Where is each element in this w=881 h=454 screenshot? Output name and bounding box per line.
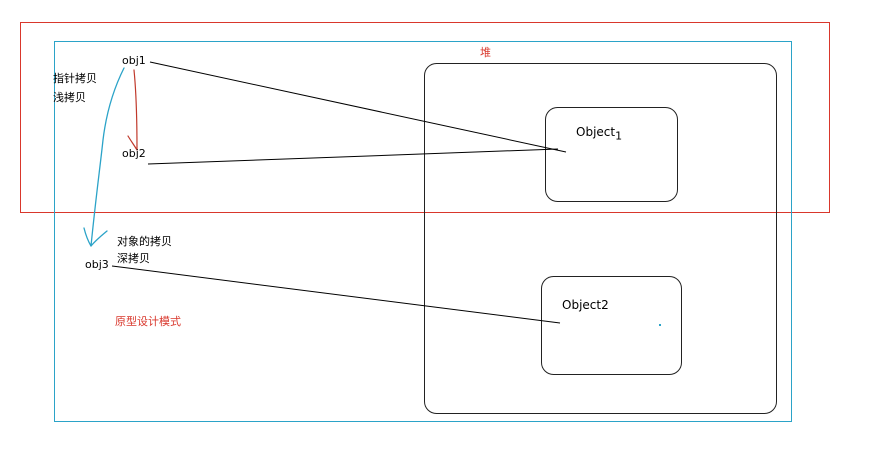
obj3-label: obj3 <box>85 258 109 271</box>
object1-subscript: 1 <box>615 129 623 143</box>
red-copy-stroke <box>127 69 138 151</box>
pointer-copy-label: 指针拷贝 <box>53 72 97 85</box>
heap-label: 堆 <box>480 46 491 59</box>
shallow-copy-label: 浅拷贝 <box>53 91 86 104</box>
deep-copy-label: 深拷贝 <box>117 252 150 265</box>
blue-dot <box>659 324 661 326</box>
obj2-label: obj2 <box>122 147 146 160</box>
obj1-pointer-line <box>149 61 567 153</box>
obj3-pointer-line <box>111 265 561 324</box>
object1-label: Object1 <box>576 125 623 143</box>
object1-name: Object <box>576 125 616 139</box>
blue-copy-arrow <box>90 67 125 247</box>
obj2-pointer-line <box>147 148 559 165</box>
obj1-label: obj1 <box>122 54 146 67</box>
blue-arrow-head <box>83 227 108 247</box>
object-copy-label: 对象的拷贝 <box>117 235 172 248</box>
object2-label: Object2 <box>562 298 609 312</box>
object1-box <box>545 107 678 202</box>
heap-box <box>424 63 777 414</box>
prototype-pattern-label: 原型设计模式 <box>115 315 181 328</box>
object2-box <box>541 276 682 375</box>
blue-frame <box>54 41 792 422</box>
